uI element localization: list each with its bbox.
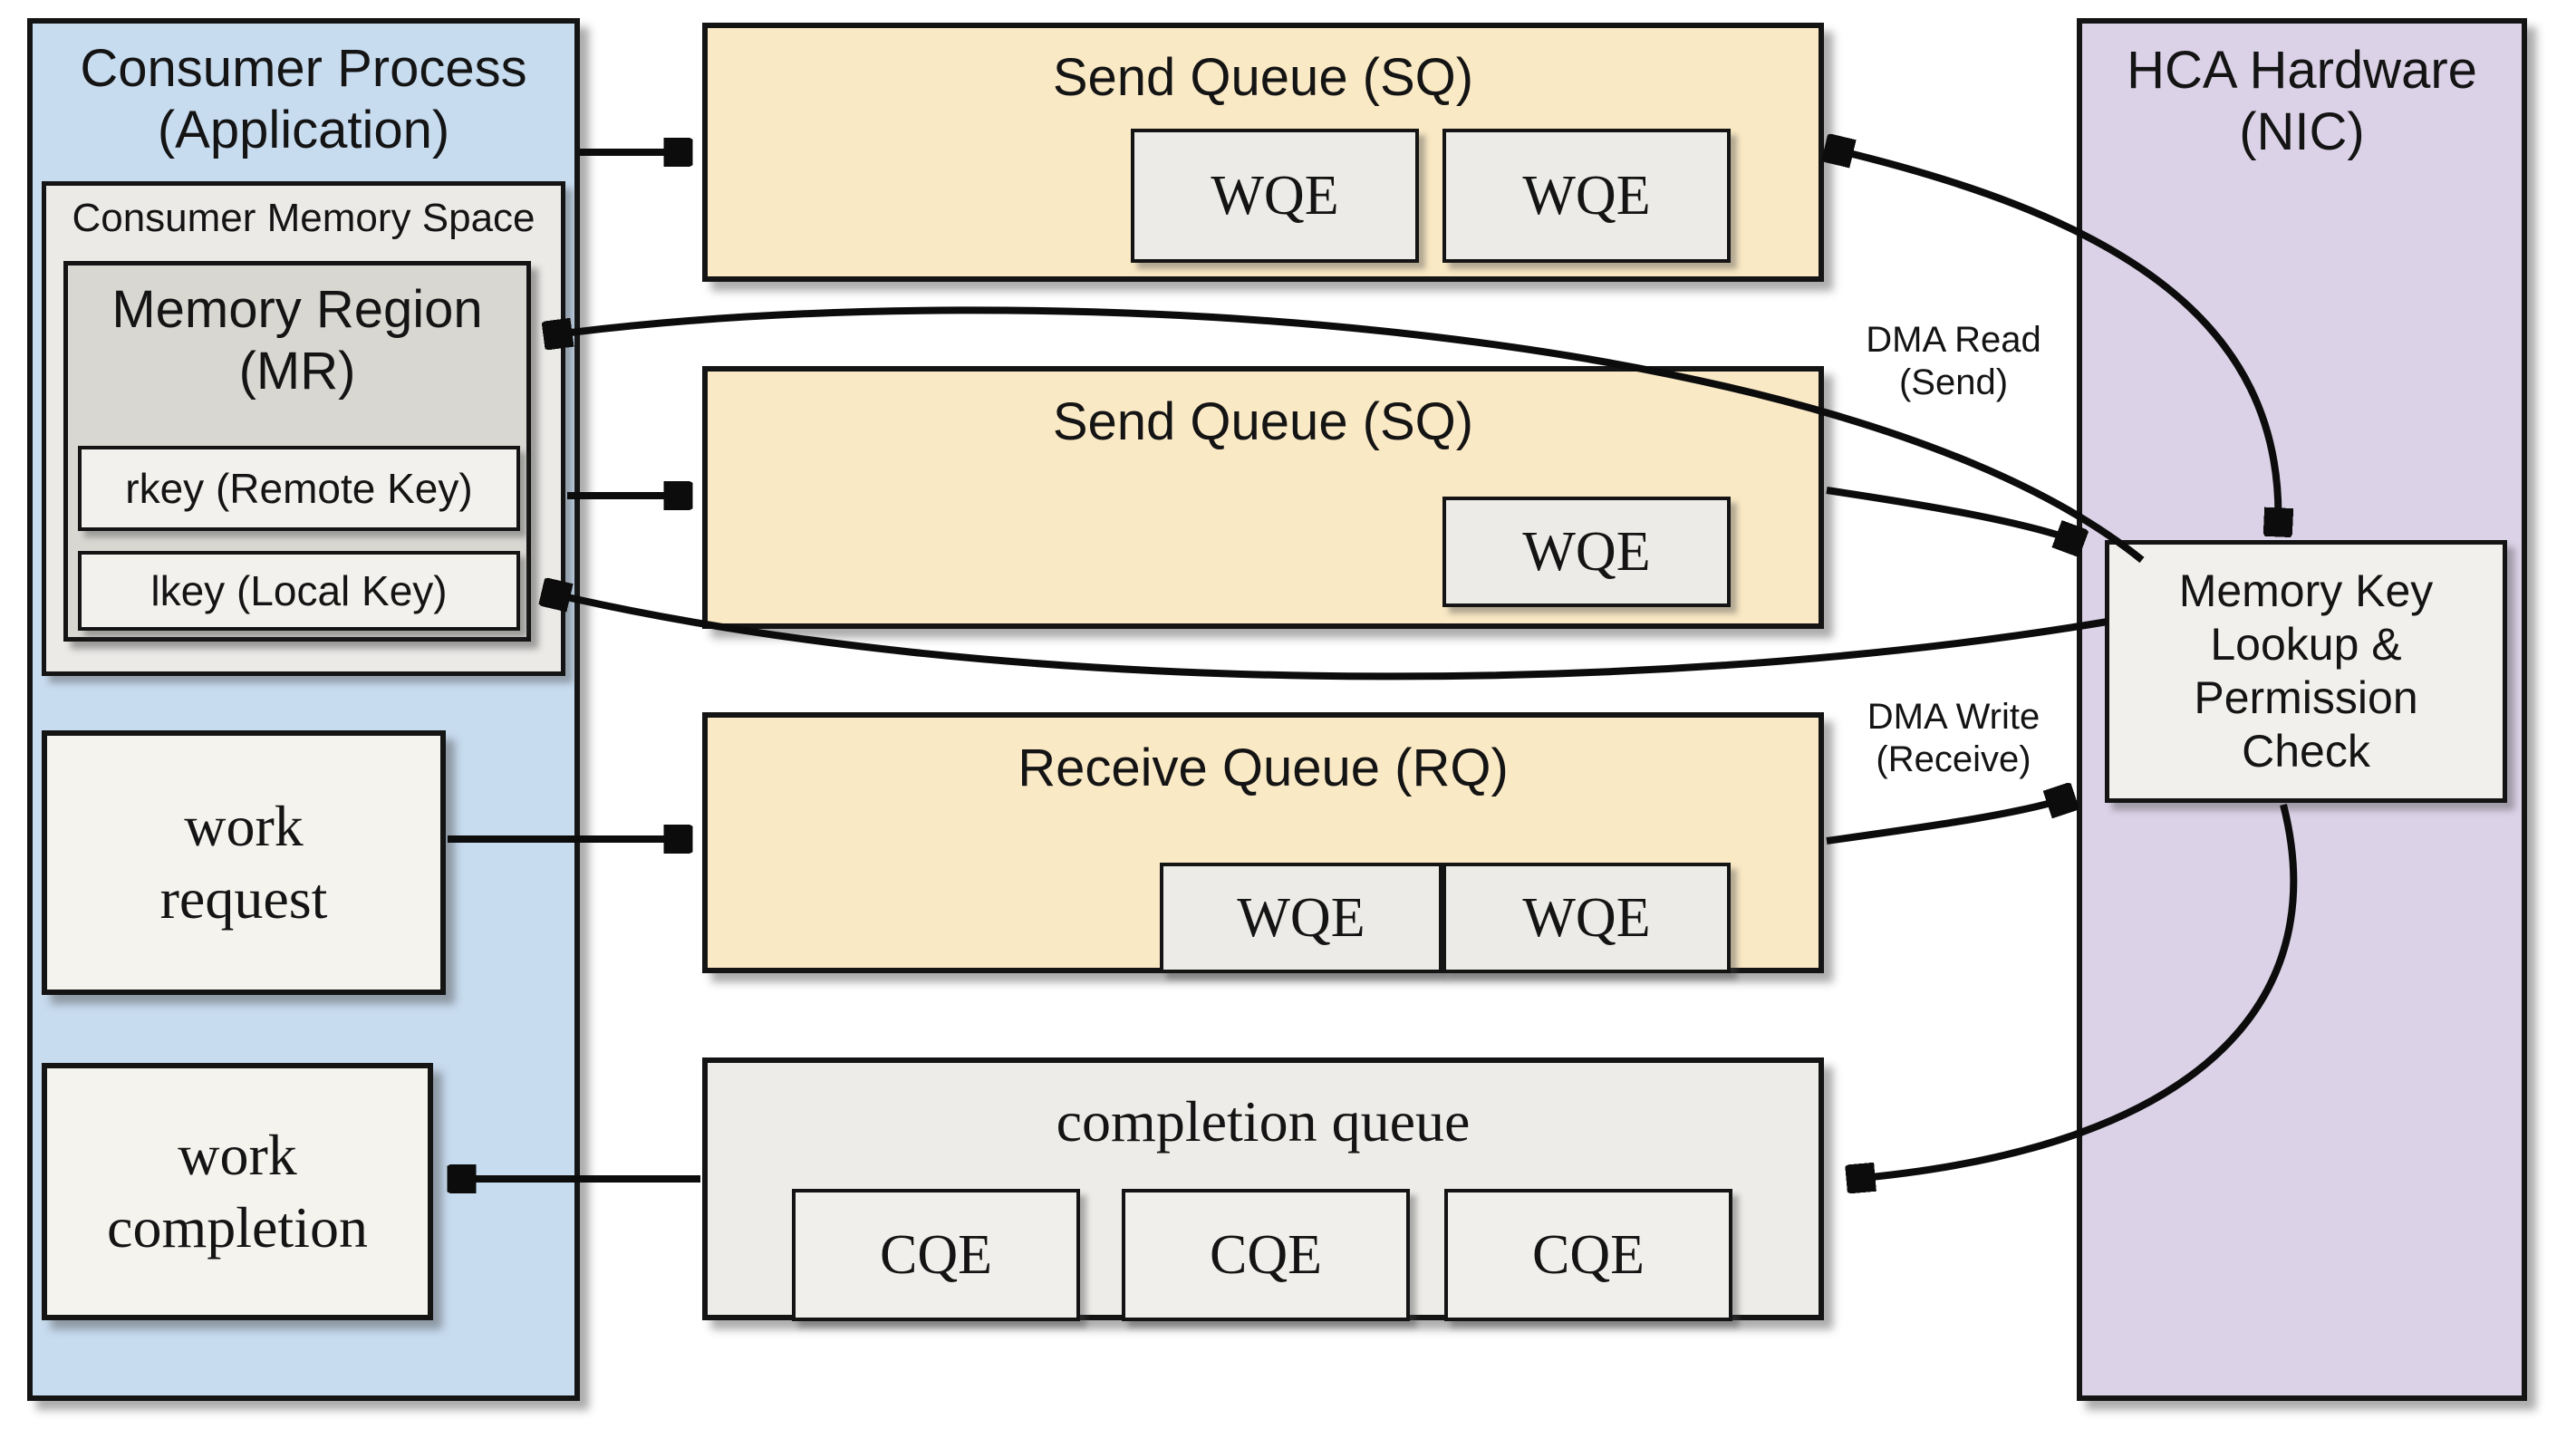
work-completion-line1: work [178,1123,297,1187]
hca-hardware-title: HCA Hardware (NIC) [2077,40,2527,163]
wqe-label: WQE [1522,520,1651,583]
memory-region-title-line2: (MR) [238,341,356,401]
cqe-label: CQE [880,1223,992,1286]
wqe-label: WQE [1522,886,1651,949]
rkey-label: rkey (Remote Key) [125,465,473,512]
wqe-label: WQE [1237,886,1365,949]
dma-write-line2: (Receive) [1876,739,2031,780]
dma-read-line1: DMA Read [1866,320,2041,360]
receive-queue-title: Receive Queue (RQ) [1018,739,1509,797]
consumer-process-title-line1: Consumer Process [80,39,527,98]
hca-title-line2: (NIC) [2239,101,2365,161]
wqe-box: WQE [1160,863,1442,973]
cqe-box: CQE [1444,1189,1732,1321]
memkey-line4: Check [2242,726,2370,777]
memory-region-title-line1: Memory Region [111,280,483,339]
hca-title-line1: HCA Hardware [2127,41,2477,100]
consumer-memory-space-title: Consumer Memory Space [72,196,535,240]
arrow-dma-write-rq-to-memkey [1826,797,2069,845]
memkey-line1: Memory Key [2178,565,2434,616]
wqe-box: WQE [1131,129,1419,263]
consumer-process-title-line2: (Application) [157,100,450,159]
cqe-label: CQE [1532,1223,1645,1286]
arrow-sq2-to-memkey [1826,487,2079,542]
rkey-box: rkey (Remote Key) [78,446,520,531]
work-request-line2: request [159,866,328,931]
send-queue-2-title: Send Queue (SQ) [1052,392,1474,451]
wqe-label: WQE [1522,164,1651,227]
wqe-box: WQE [1442,497,1731,607]
lkey-label: lkey (Local Key) [150,567,448,614]
wqe-box: WQE [1442,863,1731,973]
send-queue-1-title: Send Queue (SQ) [1052,48,1474,107]
completion-queue-title: completion queue [1056,1089,1471,1154]
lkey-box: lkey (Local Key) [78,551,520,631]
work-completion-line2: completion [107,1195,368,1260]
work-request-line1: work [184,794,304,858]
memory-key-lookup-box: Memory Key Lookup & Permission Check [2105,540,2507,803]
work-completion-box: work completion [42,1063,433,1320]
dma-write-receive-label: DMA Write (Receive) [1832,696,2075,781]
wqe-label: WQE [1211,164,1339,227]
wqe-box: WQE [1442,129,1731,263]
dma-write-line1: DMA Write [1867,697,2041,737]
dma-read-line2: (Send) [1898,362,2009,403]
cqe-box: CQE [1122,1189,1410,1321]
memkey-line2: Lookup & [2210,619,2402,670]
memory-region-title: Memory Region (MR) [63,279,531,402]
memkey-line3: Permission [2194,672,2418,723]
consumer-process-title: Consumer Process (Application) [27,38,580,161]
work-request-box: work request [42,730,446,995]
cqe-label: CQE [1210,1223,1322,1286]
cqe-box: CQE [792,1189,1080,1321]
dma-read-send-label: DMA Read (Send) [1832,319,2075,404]
